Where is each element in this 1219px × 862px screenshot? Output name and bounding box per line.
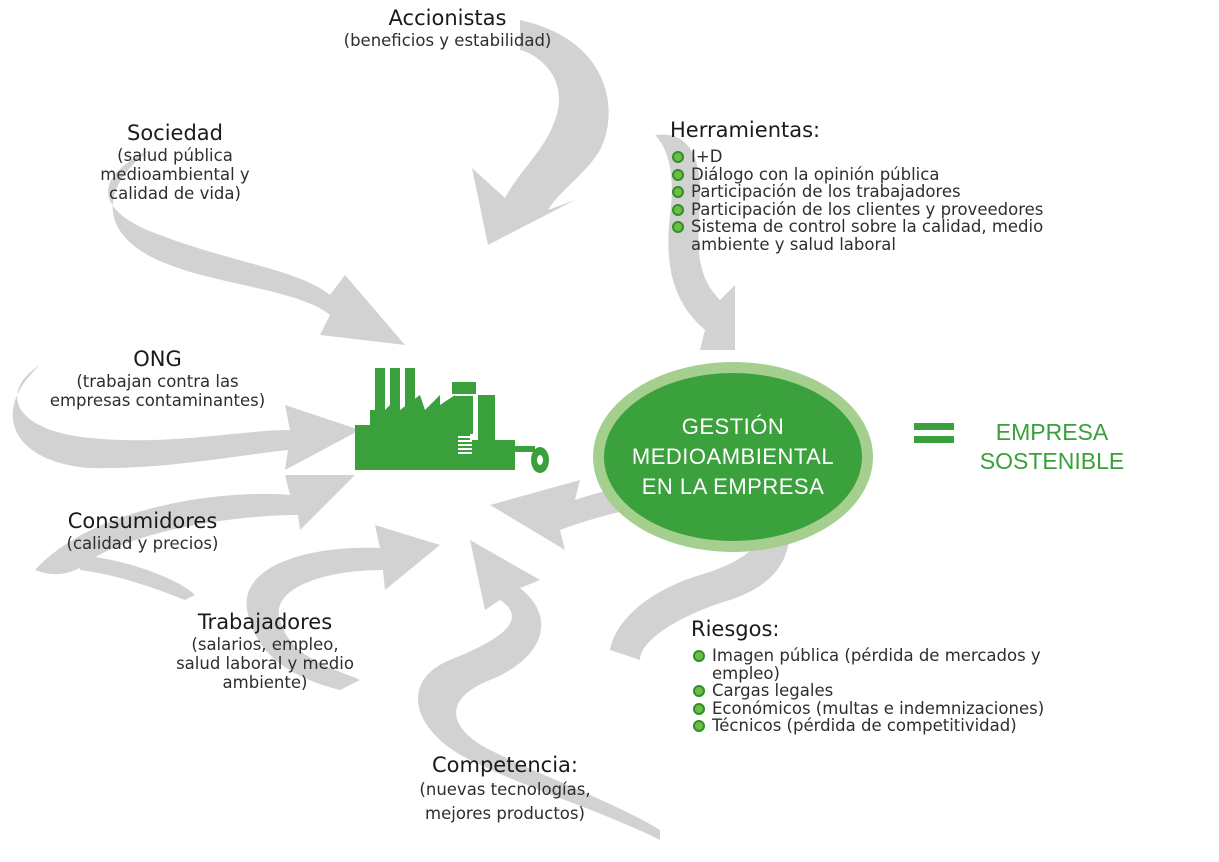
bullet-icon xyxy=(672,221,684,233)
arrow-consumidores-tail xyxy=(80,555,195,600)
arrow-competencia xyxy=(417,540,660,840)
factory-icon xyxy=(355,368,549,473)
list-item: Sistema de control sobre la calidad, med… xyxy=(670,218,1215,253)
stakeholder-desc: (trabajan contra las xyxy=(76,372,239,391)
stakeholder-desc: (salud pública xyxy=(117,146,233,165)
bullet-icon xyxy=(672,203,684,216)
arrow-ong xyxy=(12,365,361,470)
stakeholder-desc: (salarios, empleo, xyxy=(191,635,339,654)
equals-sign-icon xyxy=(914,423,954,445)
stakeholder-competencia: Competencia: (nuevas tecnologías, mejore… xyxy=(380,752,630,826)
list-item: Técnicos (pérdida de competitividad) xyxy=(691,717,1211,735)
stakeholder-desc: empresas contaminantes) xyxy=(49,391,266,410)
stakeholder-accionistas: Accionistas (beneficios y estabilidad) xyxy=(300,5,595,50)
herramientas-panel: Herramientas: I+D Diálogo con la opinión… xyxy=(670,118,1215,253)
list-item: Participación de los trabajadores xyxy=(670,183,1215,201)
stakeholder-title: Competencia: xyxy=(431,753,578,777)
bullet-icon xyxy=(672,151,684,163)
bullet-icon xyxy=(693,720,705,732)
list-item: I+D xyxy=(670,148,1215,166)
herramientas-title: Herramientas: xyxy=(670,118,821,142)
stakeholder-desc: (nuevas tecnologías, xyxy=(419,780,591,799)
gestion-medioambiental-circle: GESTIÓN MEDIOAMBIENTAL EN LA EMPRESA xyxy=(593,362,873,552)
result-label: EMPRESA SOSTENIBLE xyxy=(979,419,1125,474)
bullet-icon xyxy=(693,685,705,697)
riesgos-title: Riesgos: xyxy=(691,617,780,641)
stakeholder-desc: mejores productos) xyxy=(425,804,585,823)
arrow-consumidores xyxy=(35,475,355,575)
bullet-icon xyxy=(672,186,684,198)
riesgos-panel: Riesgos: Imagen pública (pérdida de merc… xyxy=(691,617,1211,735)
bullet-icon xyxy=(693,650,705,662)
list-item: Económicos (multas e indemnizaciones) xyxy=(691,699,1211,718)
stakeholder-trabajadores: Trabajadores (salarios, empleo, salud la… xyxy=(130,609,400,692)
stakeholder-title: Accionistas xyxy=(388,6,507,30)
list-item: Diálogo con la opinión pública xyxy=(670,165,1215,184)
stakeholder-desc: medioambiental y xyxy=(100,165,250,184)
bullet-icon xyxy=(693,702,705,715)
arrow-accionistas xyxy=(472,20,609,245)
stakeholder-sociedad: Sociedad (salud pública medioambiental y… xyxy=(65,120,285,203)
arrow-riesgos xyxy=(490,473,790,660)
arrow-trabajadores xyxy=(246,525,440,690)
stakeholder-desc: calidad de vida) xyxy=(109,184,241,203)
arrow-sociedad xyxy=(108,150,405,345)
herramientas-list: I+D Diálogo con la opinión pública Parti… xyxy=(670,148,1215,253)
circle-label: GESTIÓN MEDIOAMBIENTAL EN LA EMPRESA xyxy=(631,414,835,499)
stakeholder-title: Sociedad xyxy=(126,121,223,145)
stakeholder-title: Consumidores xyxy=(67,509,218,533)
stakeholder-consumidores: Consumidores (calidad y precios) xyxy=(20,508,265,553)
bullet-icon xyxy=(672,168,684,181)
stakeholder-desc: salud laboral y medio xyxy=(176,654,354,673)
stakeholder-ong: ONG (trabajan contra las empresas contam… xyxy=(25,346,290,410)
list-item: Participación de los clientes y proveedo… xyxy=(670,200,1215,219)
stakeholder-title: Trabajadores xyxy=(197,610,333,634)
stakeholder-title: ONG xyxy=(133,347,182,371)
stakeholder-desc: ambiente) xyxy=(222,673,308,692)
list-item: Cargas legales xyxy=(691,682,1211,700)
stakeholder-desc: (calidad y precios) xyxy=(66,534,219,553)
stakeholder-desc: (beneficios y estabilidad) xyxy=(343,31,552,50)
